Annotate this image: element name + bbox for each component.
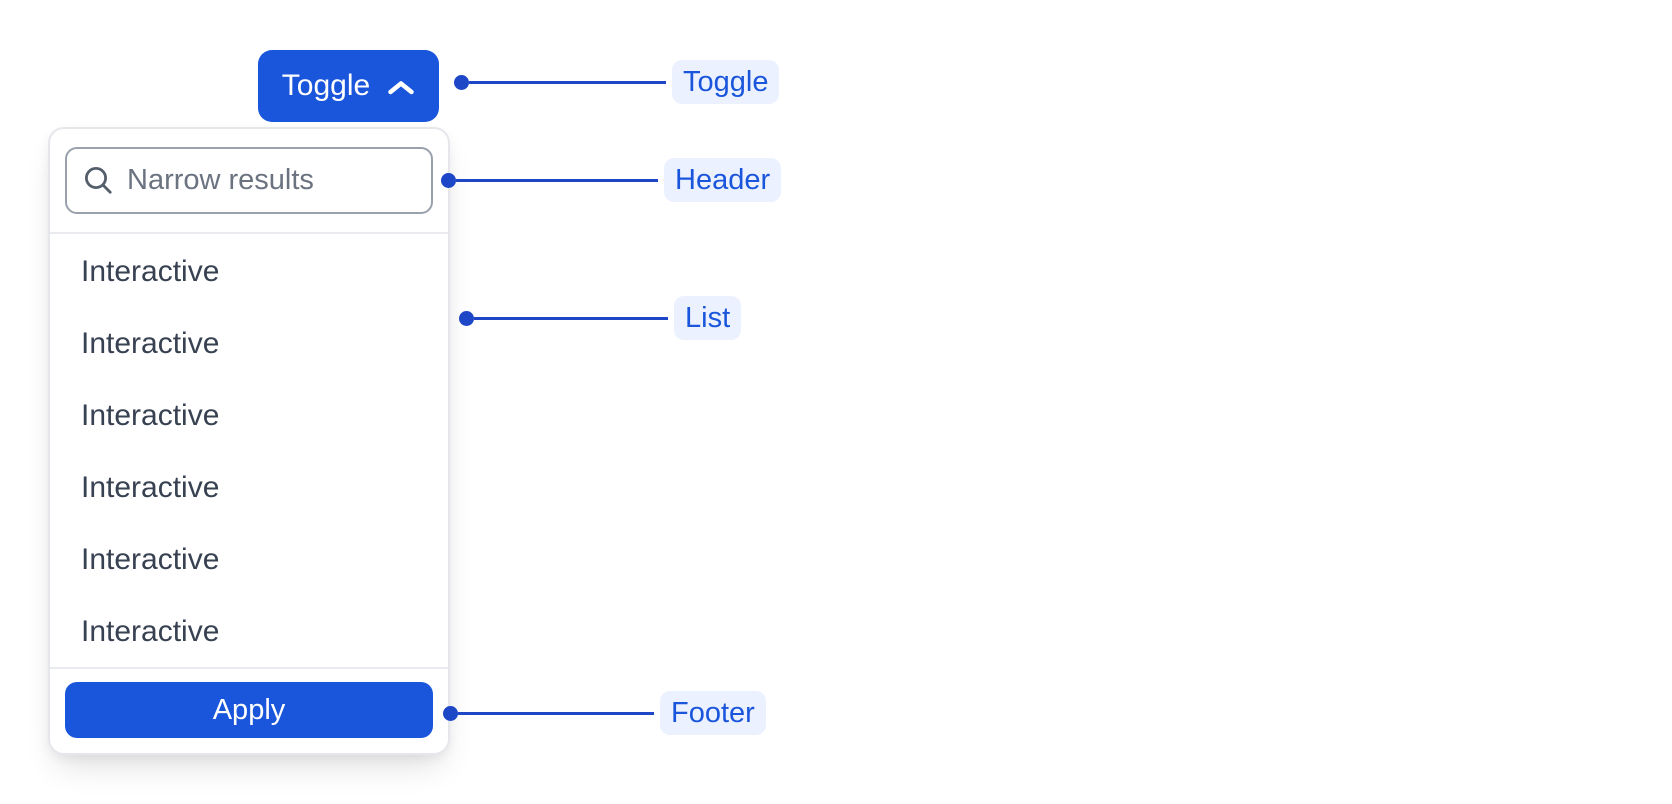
list-item[interactable]: Interactive xyxy=(81,255,220,288)
dropdown-list: Interactive Interactive Interactive Inte… xyxy=(50,234,448,667)
annotation-dot xyxy=(459,310,474,326)
annotation-line xyxy=(469,80,666,84)
dropdown-panel: Interactive Interactive Interactive Inte… xyxy=(48,127,450,755)
dropdown-header xyxy=(50,129,448,234)
list-item[interactable]: Interactive xyxy=(81,615,220,648)
apply-button[interactable]: Apply xyxy=(65,682,433,738)
search-input[interactable] xyxy=(127,164,417,197)
toggle-button-label: Toggle xyxy=(281,69,371,102)
annotation-toggle: Toggle xyxy=(454,60,780,104)
list-item[interactable]: Interactive xyxy=(81,543,220,576)
list-item[interactable]: Interactive xyxy=(81,399,220,432)
annotation-footer: Footer xyxy=(443,691,766,735)
chevron-up-icon xyxy=(387,77,415,96)
toggle-button[interactable]: Toggle xyxy=(258,50,439,122)
dropdown-footer: Apply xyxy=(50,667,448,753)
annotation-label-list: List xyxy=(674,296,742,340)
annotation-list: List xyxy=(459,296,742,340)
list-item[interactable]: Interactive xyxy=(81,471,220,504)
search-icon xyxy=(83,165,114,196)
annotation-header: Header xyxy=(441,158,782,202)
annotation-line xyxy=(458,711,654,715)
annotation-label-footer: Footer xyxy=(660,691,766,735)
annotation-line xyxy=(474,316,668,320)
annotation-line xyxy=(456,178,658,182)
search-box xyxy=(65,147,433,214)
annotation-label-toggle: Toggle xyxy=(672,60,780,104)
annotation-label-header: Header xyxy=(664,158,782,202)
annotation-dot xyxy=(454,74,469,90)
list-item[interactable]: Interactive xyxy=(81,327,220,360)
